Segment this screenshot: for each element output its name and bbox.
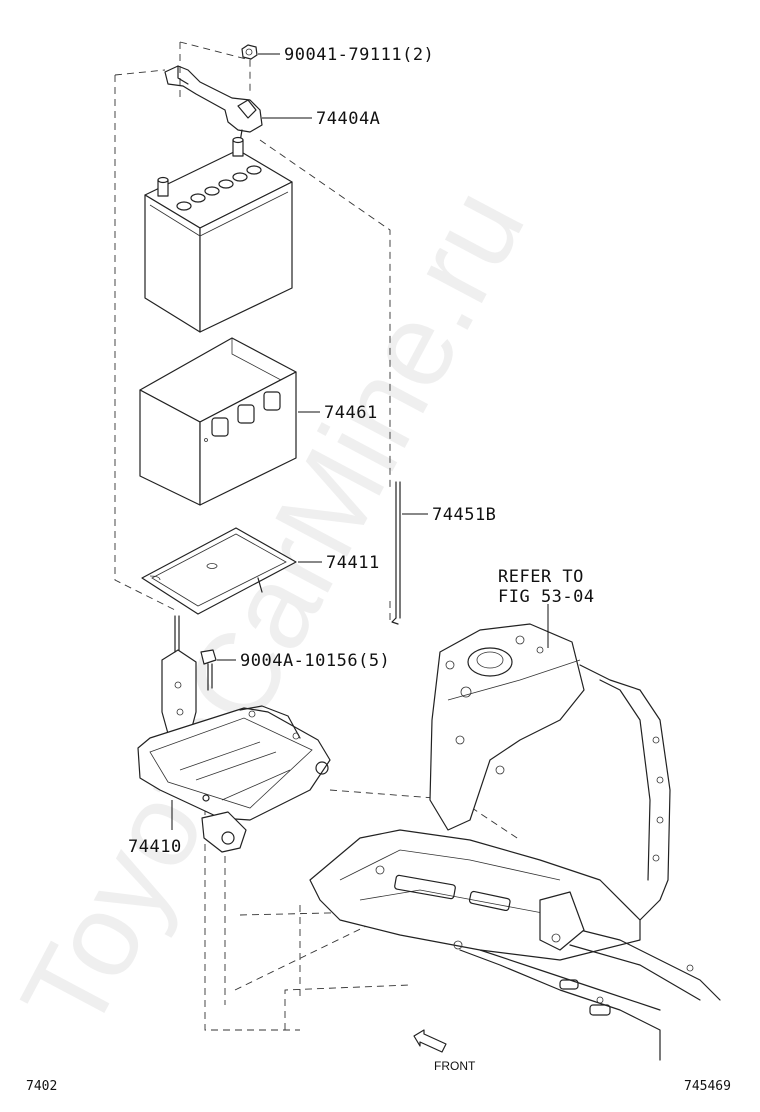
label-carrier: 74410 [128, 837, 182, 857]
front-arrow-icon [413, 1029, 447, 1053]
bolt-part[interactable]: 9004A-10156(5) [200, 649, 390, 691]
label-insulator: 74411 [326, 553, 380, 573]
label-clamp: 74404A [316, 109, 380, 129]
body-structure [309, 604, 721, 1061]
footer-right-code: 745469 [684, 1079, 731, 1094]
label-bolt: 9004A-10156(5) [240, 651, 390, 671]
front-label: FRONT [434, 1059, 476, 1073]
refer-line-1: REFER TO [498, 567, 584, 587]
clamp-part[interactable]: 74404A [164, 65, 380, 143]
battery-part[interactable] [144, 136, 293, 333]
refer-line-2: FIG 53-04 [498, 587, 595, 607]
label-tray: 74461 [324, 403, 378, 423]
tray-part[interactable]: 74461 [139, 337, 378, 506]
footer-left-code: 7402 [26, 1079, 57, 1094]
insulator-part[interactable]: 74411 [141, 527, 380, 615]
label-rod: 74451B [432, 505, 496, 525]
label-nut: 90041-79111(2) [284, 45, 434, 65]
carrier-part[interactable]: 74410 [128, 615, 331, 857]
front-arrow: FRONT [413, 1029, 476, 1073]
rod-part[interactable]: 74451B [391, 481, 496, 625]
nut-part[interactable]: 90041-79111(2) [241, 44, 434, 65]
